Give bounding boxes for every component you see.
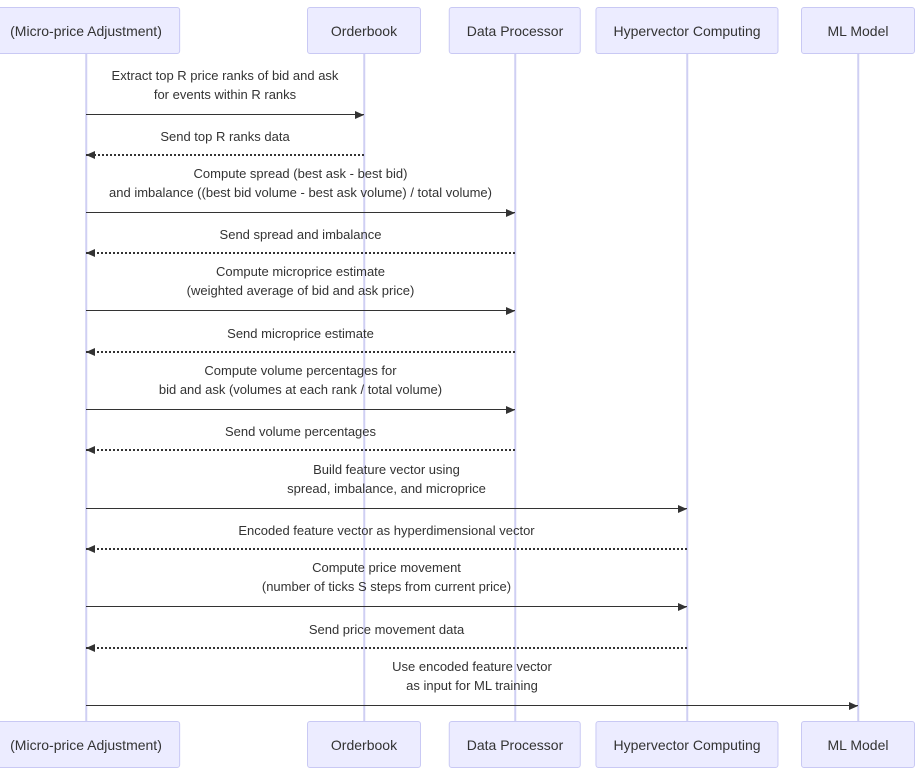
arrowhead-icon: [506, 307, 515, 315]
message-text: Build feature vector using spread, imbala…: [86, 460, 687, 498]
arrowhead-icon: [678, 505, 687, 513]
actor-label: Data Processor: [466, 736, 564, 753]
message-arrow-line: [86, 409, 515, 410]
actor-label: Orderbook: [330, 22, 398, 39]
message-text-line: Send volume percentages: [224, 424, 377, 439]
message-text: Compute price movement (number of ticks S…: [86, 558, 687, 596]
message-text-line: Compute spread (best ask - best bid): [193, 166, 408, 181]
message-text-line: Encoded feature vector as hyperdimension…: [238, 523, 535, 538]
arrowhead-icon: [506, 406, 515, 414]
arrowhead-icon: [678, 603, 687, 611]
actor-top-micro-price-adjustment: (Micro-price Adjustment): [0, 7, 180, 54]
message-text-line: bid and ask (volumes at each rank / tota…: [158, 382, 443, 397]
actor-bottom-orderbook: Orderbook: [307, 721, 421, 768]
actor-bottom-hypervector-computing: Hypervector Computing: [595, 721, 779, 768]
message-text: Send spread and imbalance: [86, 225, 515, 244]
message-arrow-line: [86, 647, 687, 649]
message-text-line: and imbalance ((best bid volume - best a…: [109, 185, 492, 200]
message-text: Compute volume percentages for bid and as…: [86, 361, 515, 399]
message-text: Extract top R price ranks of bid and ask…: [86, 66, 364, 104]
message-arrow-line: [86, 548, 687, 550]
message-text-line: for events within R ranks: [153, 87, 297, 102]
arrowhead-icon: [86, 644, 95, 652]
message-arrow-line: [86, 705, 858, 706]
actor-bottom-data-processor: Data Processor: [448, 721, 582, 768]
actor-label: (Micro-price Adjustment): [10, 736, 162, 753]
message-arrow-line: [86, 212, 515, 213]
lifeline-hypervector-computing: [686, 54, 688, 721]
message-text-line: Send spread and imbalance: [219, 227, 382, 242]
actor-bottom-ml-model: ML Model: [801, 721, 915, 768]
message-arrow-line: [86, 154, 364, 156]
message-arrow-line: [86, 310, 515, 311]
message-text-line: Extract top R price ranks of bid and ask: [111, 68, 339, 83]
lifeline-micro-price-adjustment: [85, 54, 87, 721]
message-text: Send price movement data: [86, 620, 687, 639]
arrowhead-icon: [86, 348, 95, 356]
actor-label: ML Model: [827, 736, 889, 753]
actor-top-ml-model: ML Model: [801, 7, 915, 54]
message-text-line: Compute price movement: [312, 560, 461, 575]
message-text: Compute microprice estimate (weighted ave…: [86, 262, 515, 300]
lifeline-data-processor: [514, 54, 516, 721]
actor-label: ML Model: [827, 22, 889, 39]
message-text-line: Build feature vector using: [313, 462, 460, 477]
message-arrow-line: [86, 606, 687, 607]
actor-bottom-micro-price-adjustment: (Micro-price Adjustment): [0, 721, 180, 768]
message-text: Send microprice estimate: [86, 324, 515, 343]
message-text: Compute spread (best ask - best bid) and …: [86, 164, 515, 202]
message-arrow-line: [86, 351, 515, 353]
actor-label: Orderbook: [330, 736, 398, 753]
actor-label: (Micro-price Adjustment): [10, 22, 162, 39]
arrowhead-icon: [86, 446, 95, 454]
message-text-line: Send microprice estimate: [227, 326, 374, 341]
arrowhead-icon: [86, 545, 95, 553]
message-text-line: spread, imbalance, and microprice: [287, 481, 486, 496]
message-text: Send top R ranks data: [86, 127, 364, 146]
message-arrow-line: [86, 114, 364, 115]
actor-label: Hypervector Computing: [613, 22, 761, 39]
message-text-line: (number of ticks S steps from current pr…: [261, 579, 512, 594]
message-text: Encoded feature vector as hyperdimension…: [86, 521, 687, 540]
message-text-line: Compute microprice estimate: [215, 264, 386, 279]
lifeline-ml-model: [857, 54, 859, 721]
message-text-line: as input for ML training: [406, 678, 538, 693]
arrowhead-icon: [86, 151, 95, 159]
lifeline-orderbook: [363, 54, 365, 721]
arrowhead-icon: [849, 702, 858, 710]
actor-top-orderbook: Orderbook: [307, 7, 421, 54]
arrowhead-icon: [355, 111, 364, 119]
message-text: Send volume percentages: [86, 422, 515, 441]
actor-top-hypervector-computing: Hypervector Computing: [595, 7, 779, 54]
message-arrow-line: [86, 508, 687, 509]
message-text-line: Send price movement data: [308, 622, 465, 637]
actor-label: Hypervector Computing: [613, 736, 761, 753]
message-text-line: Use encoded feature vector: [392, 659, 552, 674]
arrowhead-icon: [506, 209, 515, 217]
message-text-line: Compute volume percentages for: [204, 363, 397, 378]
message-arrow-line: [86, 252, 515, 254]
message-text-line: Send top R ranks data: [160, 129, 290, 144]
actor-top-data-processor: Data Processor: [448, 7, 582, 54]
message-text: Use encoded feature vector as input for M…: [86, 657, 858, 695]
message-arrow-line: [86, 449, 515, 451]
message-text-line: (weighted average of bid and ask price): [186, 283, 415, 298]
actor-label: Data Processor: [466, 22, 564, 39]
arrowhead-icon: [86, 249, 95, 257]
